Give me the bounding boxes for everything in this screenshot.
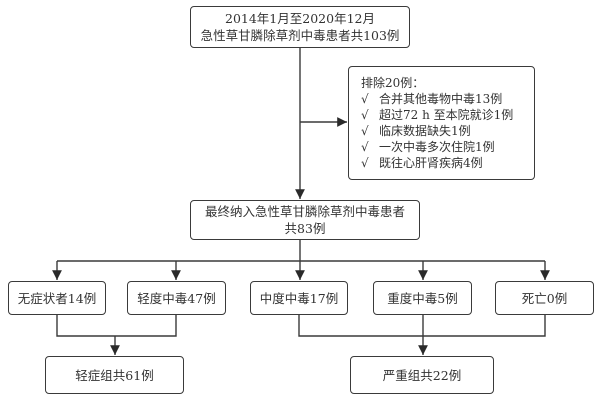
severity-label: 轻度中毒47例 [137,290,216,306]
severity-label: 死亡0例 [521,290,568,306]
severity-label: 重度中毒5例 [387,290,458,306]
exclusion-item: √ 超过72 h 至本院就诊1例 [361,107,513,123]
exclusion-title: 排除20例： [361,76,425,90]
severity-box-mild: 轻度中毒47例 [127,281,226,315]
included-box: 最终纳入急性草甘膦除草剂中毒患者 共83例 [190,200,420,240]
mild-group-box: 轻症组共61例 [45,356,184,394]
included-line-2: 共83例 [284,221,326,236]
start-line-1: 2014年1月至2020年12月 [225,11,375,26]
check-icon: √ [361,140,369,154]
severity-label: 中度中毒17例 [259,290,339,306]
connector-mild-merge [56,315,177,337]
exclusion-item-label: 超过72 h 至本院就诊1例 [379,108,514,122]
check-icon: √ [361,124,369,138]
exclusion-item: √ 合并其他毒物中毒13例 [361,91,502,107]
severe-group-box: 严重组共22例 [350,356,494,394]
exclusion-item-label: 临床数据缺失1例 [379,124,471,138]
exclusion-item-label: 既往心肝肾疾病4例 [379,156,483,170]
exclusion-item: √ 既往心肝肾疾病4例 [361,155,483,171]
included-line-1: 最终纳入急性草甘膦除草剂中毒患者 [204,204,405,219]
severity-box-severe: 重度中毒5例 [373,281,472,315]
severity-box-asymptomatic: 无症状者14例 [8,281,106,315]
check-icon: √ [361,108,369,122]
severity-box-moderate: 中度中毒17例 [250,281,348,315]
connector-severe-merge [298,315,546,337]
exclusion-item: √ 一次中毒多次住院1例 [361,139,495,155]
start-box: 2014年1月至2020年12月 急性草甘膦除草剂中毒患者共103例 [190,6,410,48]
exclusion-item: √ 临床数据缺失1例 [361,123,471,139]
check-icon: √ [361,92,369,106]
exclusion-item-label: 一次中毒多次住院1例 [379,140,495,154]
exclusion-box: 排除20例： √ 合并其他毒物中毒13例 √ 超过72 h 至本院就诊1例 √ … [348,66,535,180]
severe-group-label: 严重组共22例 [382,367,462,383]
severity-box-death: 死亡0例 [495,281,594,315]
start-line-2: 急性草甘膦除草剂中毒患者共103例 [200,28,400,43]
check-icon: √ [361,156,369,170]
mild-group-label: 轻症组共61例 [75,367,154,383]
exclusion-item-label: 合并其他毒物中毒13例 [379,92,503,106]
severity-label: 无症状者14例 [17,290,97,306]
